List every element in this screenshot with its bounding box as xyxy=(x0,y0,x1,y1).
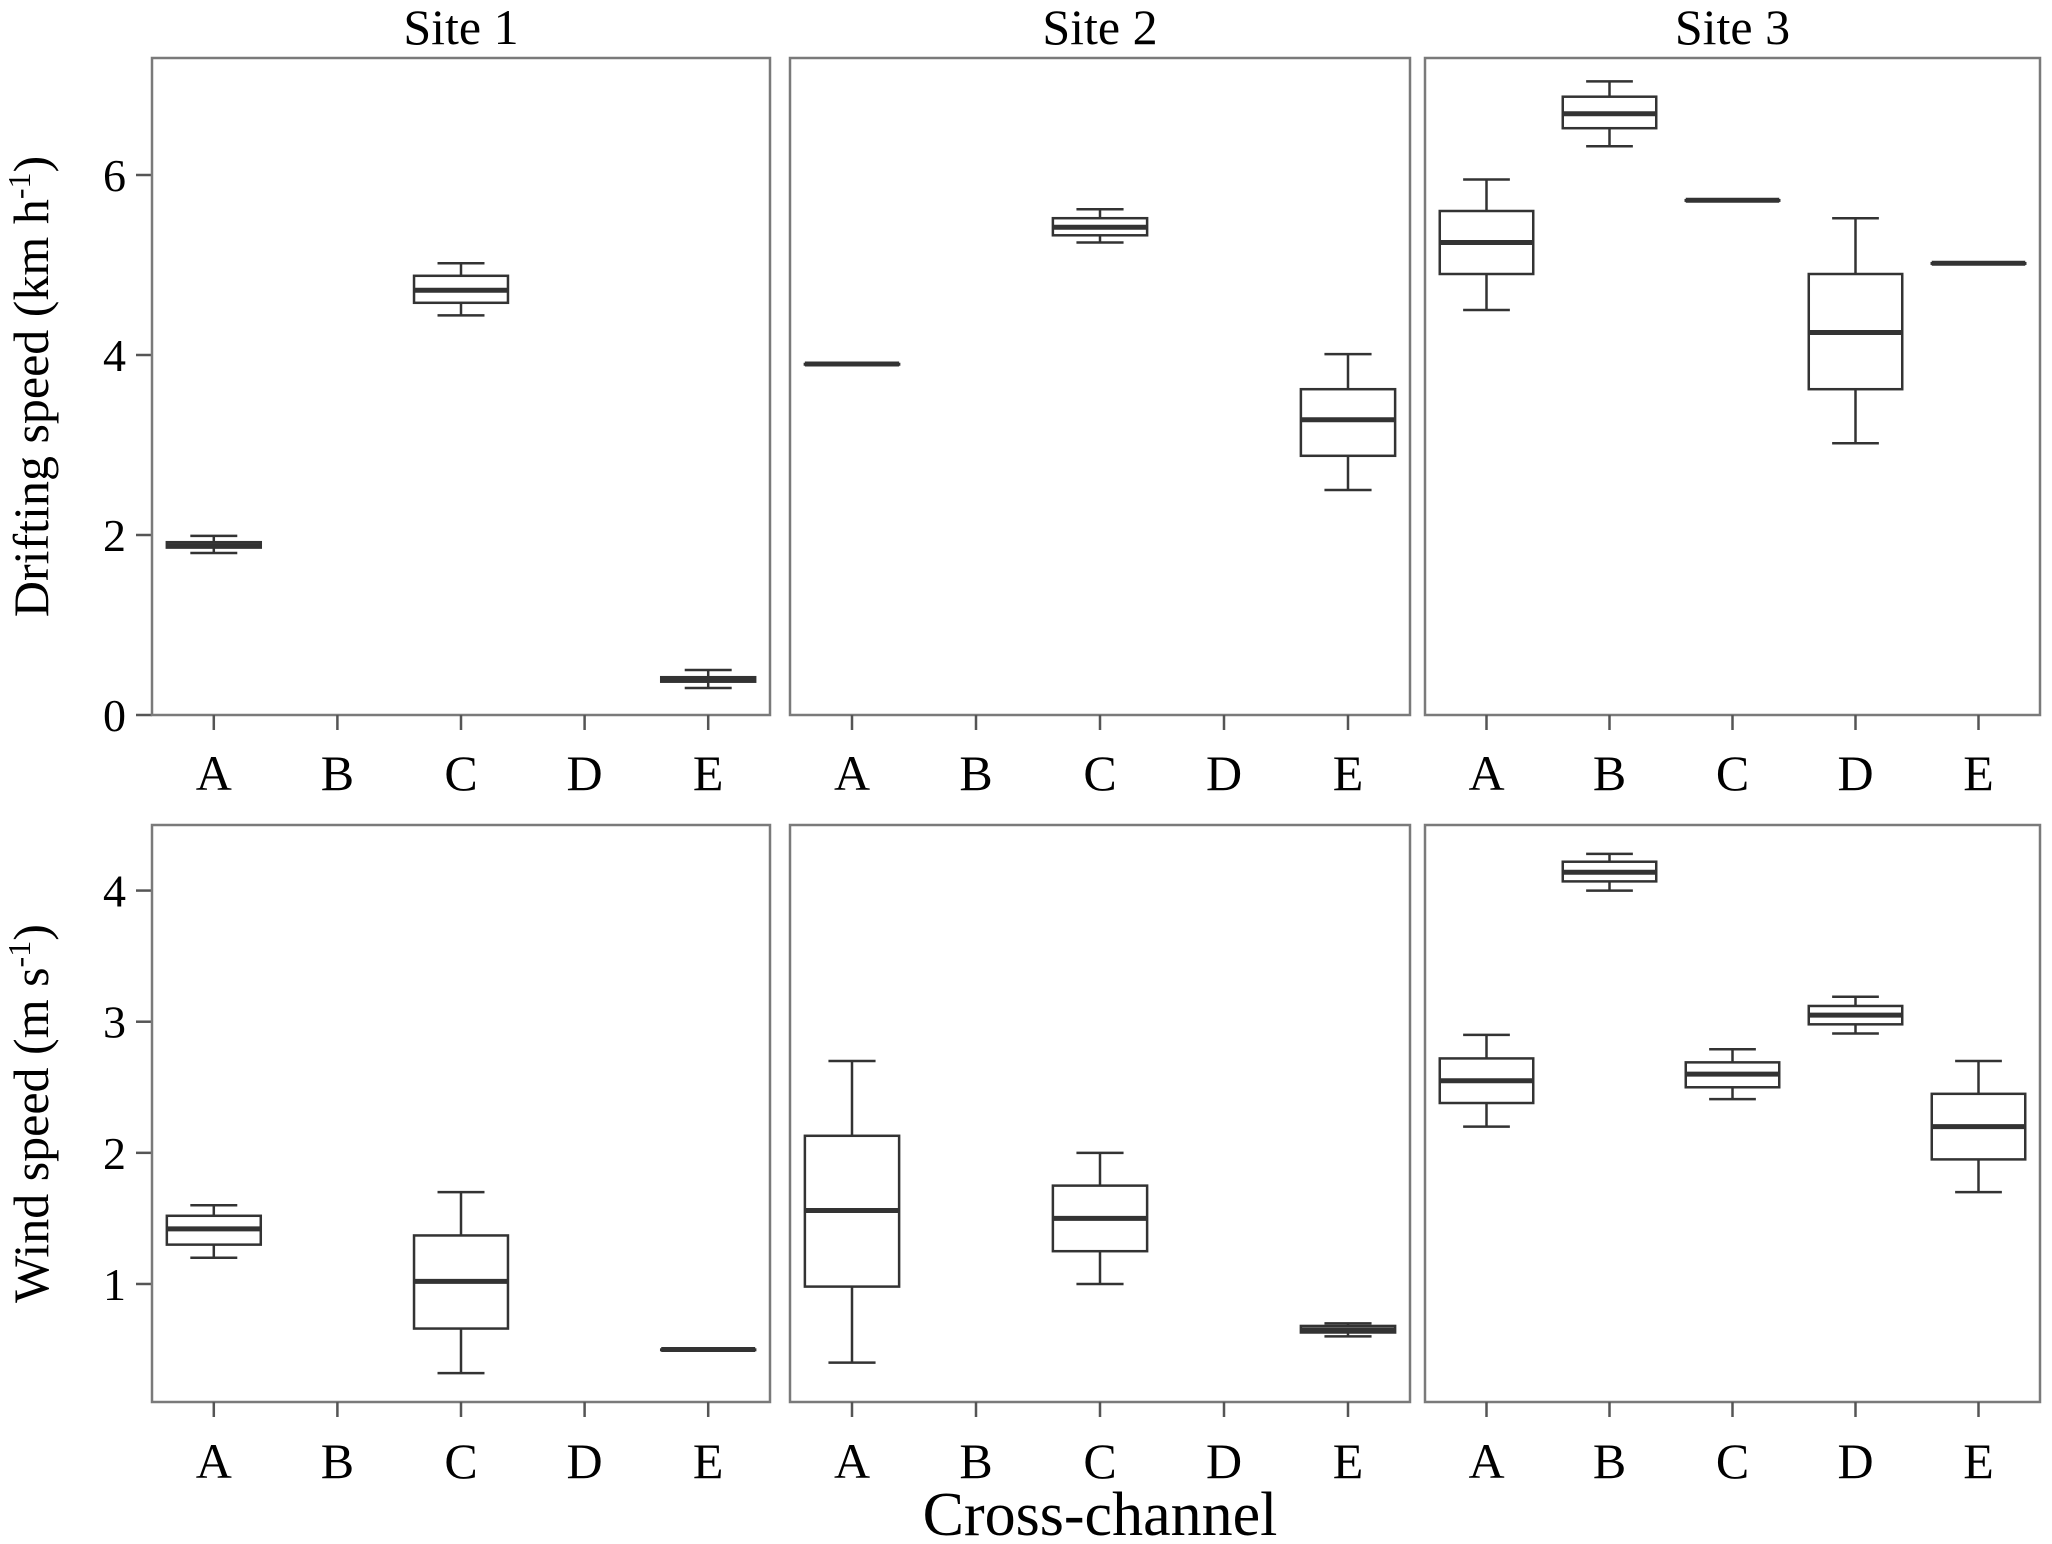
x-tick-label-A: A xyxy=(1468,745,1504,801)
panel-frame-row-1-col-3 xyxy=(1423,56,2042,717)
y-tick-label-row-2: 2 xyxy=(103,1128,126,1179)
y-axis-label-end: ) xyxy=(3,156,59,173)
y-tick-label-row-2: 4 xyxy=(103,866,126,917)
x-tick-label-B: B xyxy=(1593,745,1626,801)
x-tick-label-B: B xyxy=(959,1433,992,1489)
y-tick-label-row-1: 6 xyxy=(103,150,126,201)
x-tick-label-E: E xyxy=(1333,1433,1364,1489)
x-tick-label-A: A xyxy=(196,1433,232,1489)
y-axis-label-main: Wind speed (m s xyxy=(3,967,59,1302)
x-axis-label: Cross-channel xyxy=(923,1481,1278,1544)
y-tick-label-row-1: 2 xyxy=(103,510,126,561)
panel-frame-row-1-col-1 xyxy=(150,56,772,717)
x-tick-label-E: E xyxy=(693,745,724,801)
x-tick-label-A: A xyxy=(196,745,232,801)
x-tick-label-E: E xyxy=(1963,1433,1994,1489)
x-tick-label-C: C xyxy=(1083,1433,1116,1489)
x-tick-label-C: C xyxy=(444,745,477,801)
y-tick-label-row-1: 0 xyxy=(103,690,126,741)
x-tick-label-B: B xyxy=(321,1433,354,1489)
x-tick-label-D: D xyxy=(1206,1433,1242,1489)
x-tick-label-E: E xyxy=(693,1433,724,1489)
column-title-site-1: Site 1 xyxy=(403,0,518,55)
x-tick-label-E: E xyxy=(1333,745,1364,801)
y-axis-label-superscript: -1 xyxy=(1,173,37,200)
x-tick-label-B: B xyxy=(1593,1433,1626,1489)
y-tick-label-row-2: 3 xyxy=(103,997,126,1048)
x-tick-label-C: C xyxy=(1716,745,1749,801)
x-tick-label-D: D xyxy=(1837,745,1873,801)
panel-frame-row-1-col-2 xyxy=(788,56,1412,717)
y-axis-label-row-1: Drifting speed (km h-1) xyxy=(1,156,59,617)
x-tick-label-D: D xyxy=(567,1433,603,1489)
y-axis-label-end: ) xyxy=(3,924,59,941)
x-tick-label-A: A xyxy=(834,745,870,801)
x-tick-label-A: A xyxy=(1468,1433,1504,1489)
x-tick-label-D: D xyxy=(567,745,603,801)
x-tick-label-B: B xyxy=(959,745,992,801)
y-axis-label-row-2: Wind speed (m s-1) xyxy=(1,924,59,1303)
column-title-site-2: Site 2 xyxy=(1042,0,1157,55)
x-tick-label-C: C xyxy=(1716,1433,1749,1489)
panel-frame-row-2-col-2 xyxy=(788,823,1412,1404)
x-tick-label-B: B xyxy=(321,745,354,801)
box-row-1-col-2-E xyxy=(1299,387,1397,458)
column-title-site-3: Site 3 xyxy=(1675,0,1790,55)
x-tick-label-A: A xyxy=(834,1433,870,1489)
x-tick-label-C: C xyxy=(1083,745,1116,801)
y-axis-label-main: Drifting speed (km h xyxy=(3,199,59,617)
y-tick-label-row-2: 1 xyxy=(103,1259,126,1310)
y-axis-label-superscript: -1 xyxy=(1,941,37,968)
x-tick-label-D: D xyxy=(1837,1433,1873,1489)
x-tick-label-D: D xyxy=(1206,745,1242,801)
y-tick-label-row-1: 4 xyxy=(103,330,126,381)
x-tick-label-E: E xyxy=(1963,745,1994,801)
x-tick-label-C: C xyxy=(444,1433,477,1489)
